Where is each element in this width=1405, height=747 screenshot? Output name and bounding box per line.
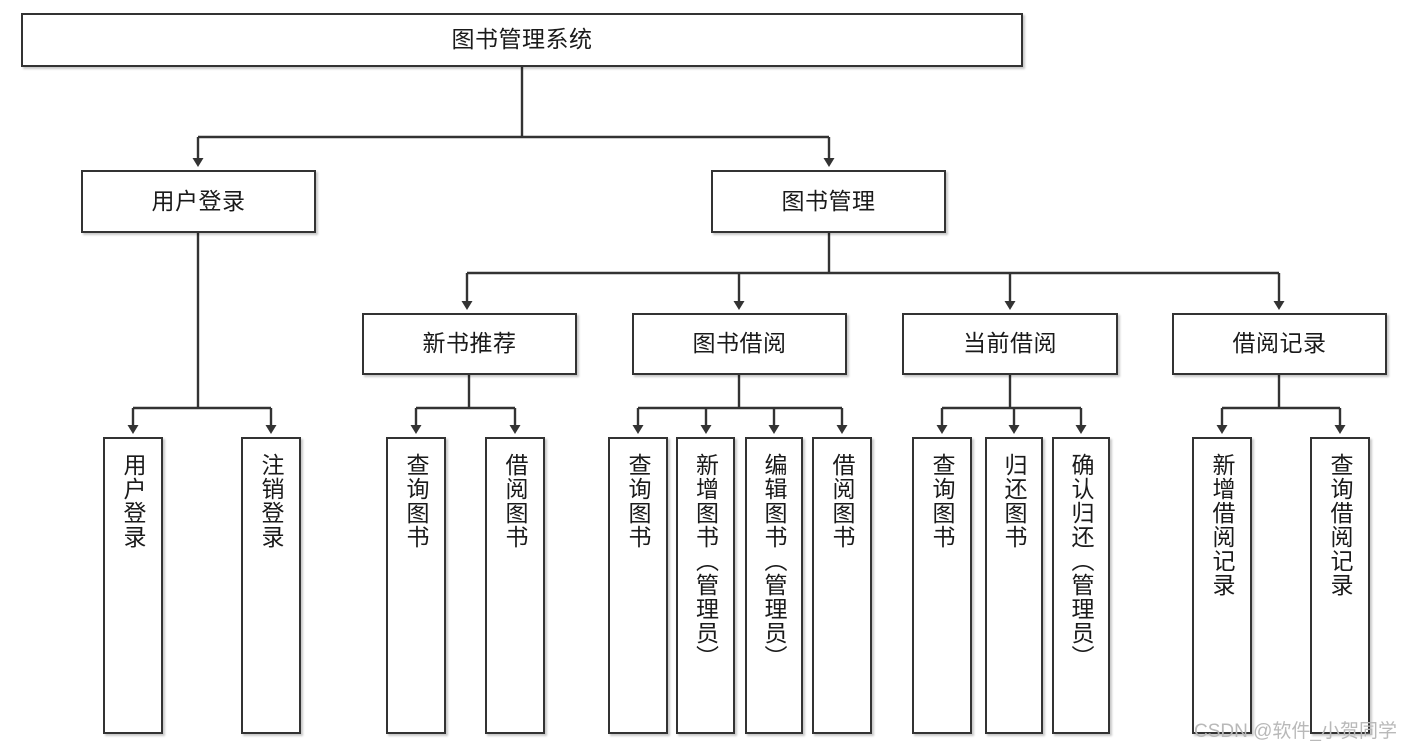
node-leaf-query-record-label: 查询借阅记录 xyxy=(1327,453,1354,597)
node-leaf-query-book-1-label: 查询图书 xyxy=(403,453,430,549)
node-leaf-add-record-label: 新增借阅记录 xyxy=(1209,453,1236,597)
edge-group-new-book-recommend xyxy=(410,375,521,434)
node-leaf-query-book-2[interactable]: 查询图书 xyxy=(608,437,668,734)
watermark: CSDN @软件_小贺同学 xyxy=(1194,721,1397,742)
node-user-login[interactable]: 用户登录 xyxy=(81,170,316,233)
node-leaf-query-book-3-label: 查询图书 xyxy=(929,453,956,549)
node-leaf-user-logout-label: 注销登录 xyxy=(258,453,285,549)
node-borrow-record-label: 借阅记录 xyxy=(1232,330,1327,357)
node-root[interactable]: 图书管理系统 xyxy=(21,13,1023,67)
edge-group-user-login xyxy=(127,233,277,434)
node-leaf-return-book[interactable]: 归还图书 xyxy=(985,437,1043,734)
node-leaf-borrow-book-2[interactable]: 借阅图书 xyxy=(812,437,872,734)
node-leaf-query-record[interactable]: 查询借阅记录 xyxy=(1310,437,1370,734)
node-leaf-borrow-book-1[interactable]: 借阅图书 xyxy=(485,437,545,734)
node-current-borrow-label: 当前借阅 xyxy=(963,330,1057,357)
node-leaf-user-login[interactable]: 用户登录 xyxy=(103,437,163,734)
node-leaf-confirm-return-label: 确认归还（管理员） xyxy=(1068,453,1095,669)
node-user-login-label: 用户登录 xyxy=(151,187,246,214)
node-new-book-recommend[interactable]: 新书推荐 xyxy=(362,313,577,375)
node-book-management[interactable]: 图书管理 xyxy=(711,170,946,233)
node-leaf-edit-book[interactable]: 编辑图书（管理员） xyxy=(745,437,803,734)
node-root-label: 图书管理系统 xyxy=(451,26,593,53)
node-new-book-recommend-label: 新书推荐 xyxy=(422,330,517,357)
node-leaf-query-book-1[interactable]: 查询图书 xyxy=(386,437,446,734)
edge-group-root xyxy=(192,67,835,167)
node-leaf-user-logout[interactable]: 注销登录 xyxy=(241,437,301,734)
node-book-borrow[interactable]: 图书借阅 xyxy=(632,313,847,375)
node-leaf-add-record[interactable]: 新增借阅记录 xyxy=(1192,437,1252,734)
node-leaf-edit-book-label: 编辑图书（管理员） xyxy=(761,453,788,669)
edge-group-book-borrow xyxy=(632,375,848,434)
node-leaf-add-book[interactable]: 新增图书（管理员） xyxy=(676,437,735,734)
node-leaf-query-book-3[interactable]: 查询图书 xyxy=(912,437,972,734)
edge-group-book-management xyxy=(461,233,1285,310)
node-leaf-borrow-book-1-label: 借阅图书 xyxy=(502,453,529,549)
edge-group-current-borrow xyxy=(936,375,1087,434)
node-leaf-query-book-2-label: 查询图书 xyxy=(625,453,652,549)
node-leaf-user-login-label: 用户登录 xyxy=(120,453,147,549)
node-leaf-add-book-label: 新增图书（管理员） xyxy=(692,453,719,669)
node-current-borrow[interactable]: 当前借阅 xyxy=(902,313,1118,375)
node-leaf-return-book-label: 归还图书 xyxy=(1001,453,1028,549)
edge-group-borrow-record xyxy=(1216,375,1346,434)
node-leaf-confirm-return[interactable]: 确认归还（管理员） xyxy=(1052,437,1110,734)
node-book-management-label: 图书管理 xyxy=(781,187,876,214)
node-leaf-borrow-book-2-label: 借阅图书 xyxy=(829,453,856,549)
node-borrow-record[interactable]: 借阅记录 xyxy=(1172,313,1387,375)
node-book-borrow-label: 图书借阅 xyxy=(692,330,787,357)
